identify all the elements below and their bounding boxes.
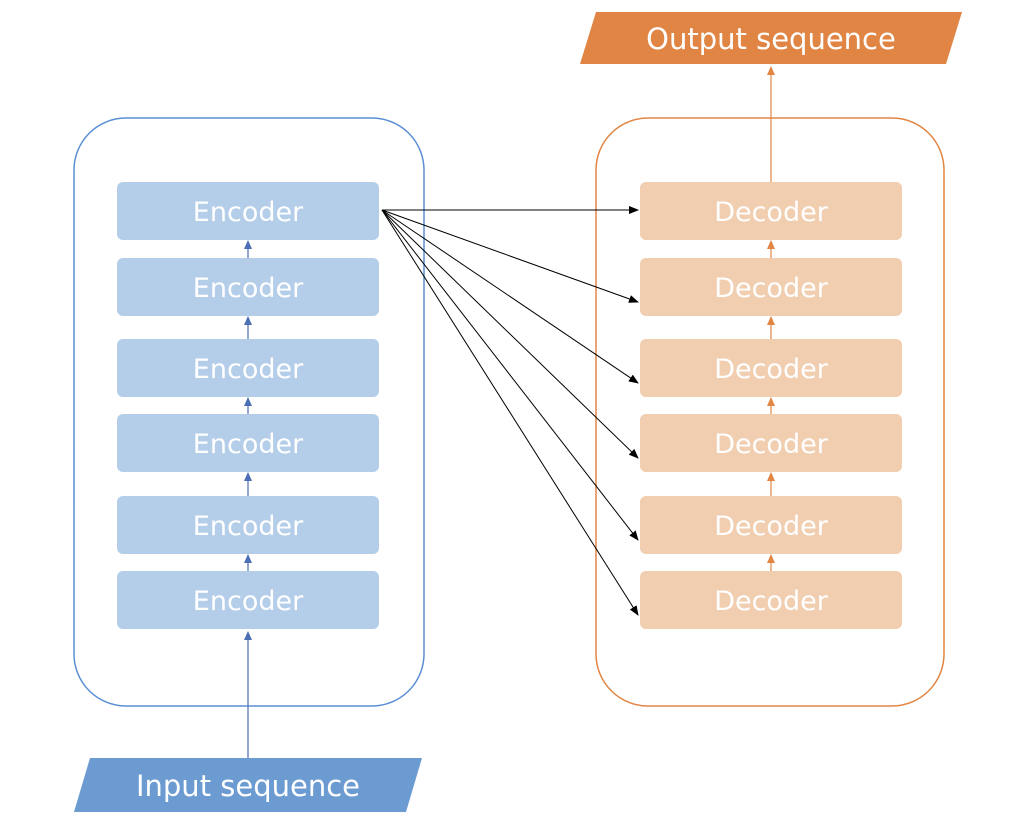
decoder-block-label: Decoder <box>714 273 829 304</box>
encoder-block-2 <box>117 258 379 316</box>
encoder-block-4 <box>117 414 379 472</box>
encoder-block-label: Encoder <box>193 197 304 228</box>
decoder-stack-container <box>595 117 945 707</box>
decoder-block-5 <box>640 496 902 554</box>
encoder-stack-container <box>73 117 425 707</box>
decoder-block-label: Decoder <box>714 197 829 228</box>
encoder-block-label: Encoder <box>193 354 304 385</box>
encoder-to-decoder-5-arrow <box>381 209 639 541</box>
decoder-block-1 <box>640 182 902 240</box>
output-sequence-label: Output sequence <box>646 22 896 56</box>
decoder-block-label: Decoder <box>714 354 829 385</box>
encoder-to-decoder-3-arrow <box>381 209 639 384</box>
encoder-block-label: Encoder <box>193 586 304 617</box>
decoder-block-label: Decoder <box>714 586 829 617</box>
encoder-block-label: Encoder <box>193 273 304 304</box>
encoder-block-6 <box>117 571 379 629</box>
encoder-block-1 <box>117 182 379 240</box>
decoder-block-6 <box>640 571 902 629</box>
encoder-block-label: Encoder <box>193 511 304 542</box>
input-sequence-shape <box>74 758 422 812</box>
output-sequence-shape <box>580 12 962 64</box>
encoder-block-3 <box>117 339 379 397</box>
decoder-block-label: Decoder <box>714 511 829 542</box>
decoder-block-4 <box>640 414 902 472</box>
input-sequence-label: Input sequence <box>136 769 360 803</box>
decoder-block-2 <box>640 258 902 316</box>
decoder-block-3 <box>640 339 902 397</box>
encoder-block-5 <box>117 496 379 554</box>
encoder-to-decoder-2-arrow <box>381 209 639 303</box>
encoder-to-decoder-4-arrow <box>381 209 639 459</box>
encoder-to-decoder-6-arrow <box>381 209 639 616</box>
encoder-block-label: Encoder <box>193 429 304 460</box>
decoder-block-label: Decoder <box>714 429 829 460</box>
